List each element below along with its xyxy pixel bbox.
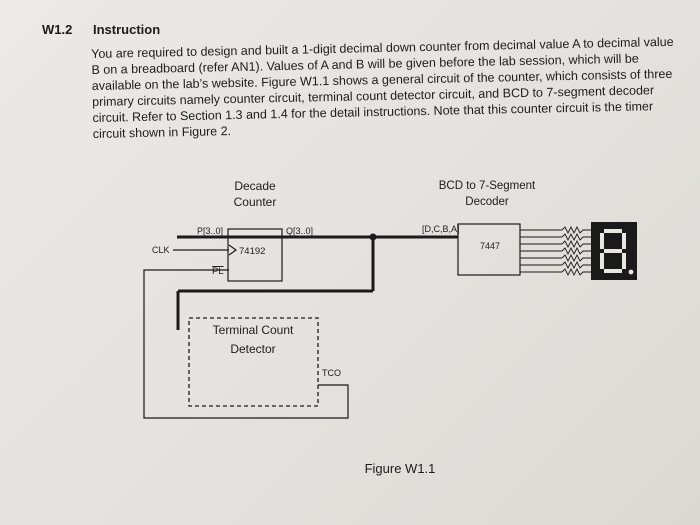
dcba-label: [D,C,B,A] — [422, 224, 460, 234]
clock-input-marker — [228, 244, 238, 256]
parallel-input-label: P[3..0] — [197, 226, 223, 236]
decade-counter-label-2: Counter — [234, 195, 277, 209]
q-output-label: Q[3..0] — [286, 226, 313, 236]
counter-chip-label: 74192 — [239, 246, 265, 257]
clk-label: CLK — [152, 245, 170, 255]
signal-wires — [143, 249, 349, 419]
tcd-label-1: Terminal Count — [213, 323, 294, 337]
section-number: W1.2 — [42, 22, 73, 37]
resistor-array-icon — [561, 225, 591, 277]
tcd-label-2: Detector — [230, 342, 275, 356]
counter-chip-74192 — [227, 228, 283, 282]
bcd-decoder-label-1: BCD to 7-Segment — [439, 180, 536, 192]
bcd-decoder-label-2: Decoder — [465, 196, 509, 208]
decoder-chip-7447 — [457, 223, 521, 276]
data-bus — [176, 235, 458, 330]
segment-lines — [520, 229, 562, 273]
decade-counter-label-1: Decade — [234, 179, 276, 193]
bus-junction-dot — [369, 233, 377, 241]
section-title: Instruction — [93, 22, 161, 37]
terminal-count-detector-box — [188, 317, 319, 407]
figure-caption: Figure W1.1 — [365, 461, 436, 476]
parallel-load-label: PL — [212, 266, 224, 277]
seven-segment-display-icon — [591, 222, 637, 280]
decoder-chip-label: 7447 — [480, 241, 500, 251]
tco-label: TCO — [322, 368, 341, 378]
